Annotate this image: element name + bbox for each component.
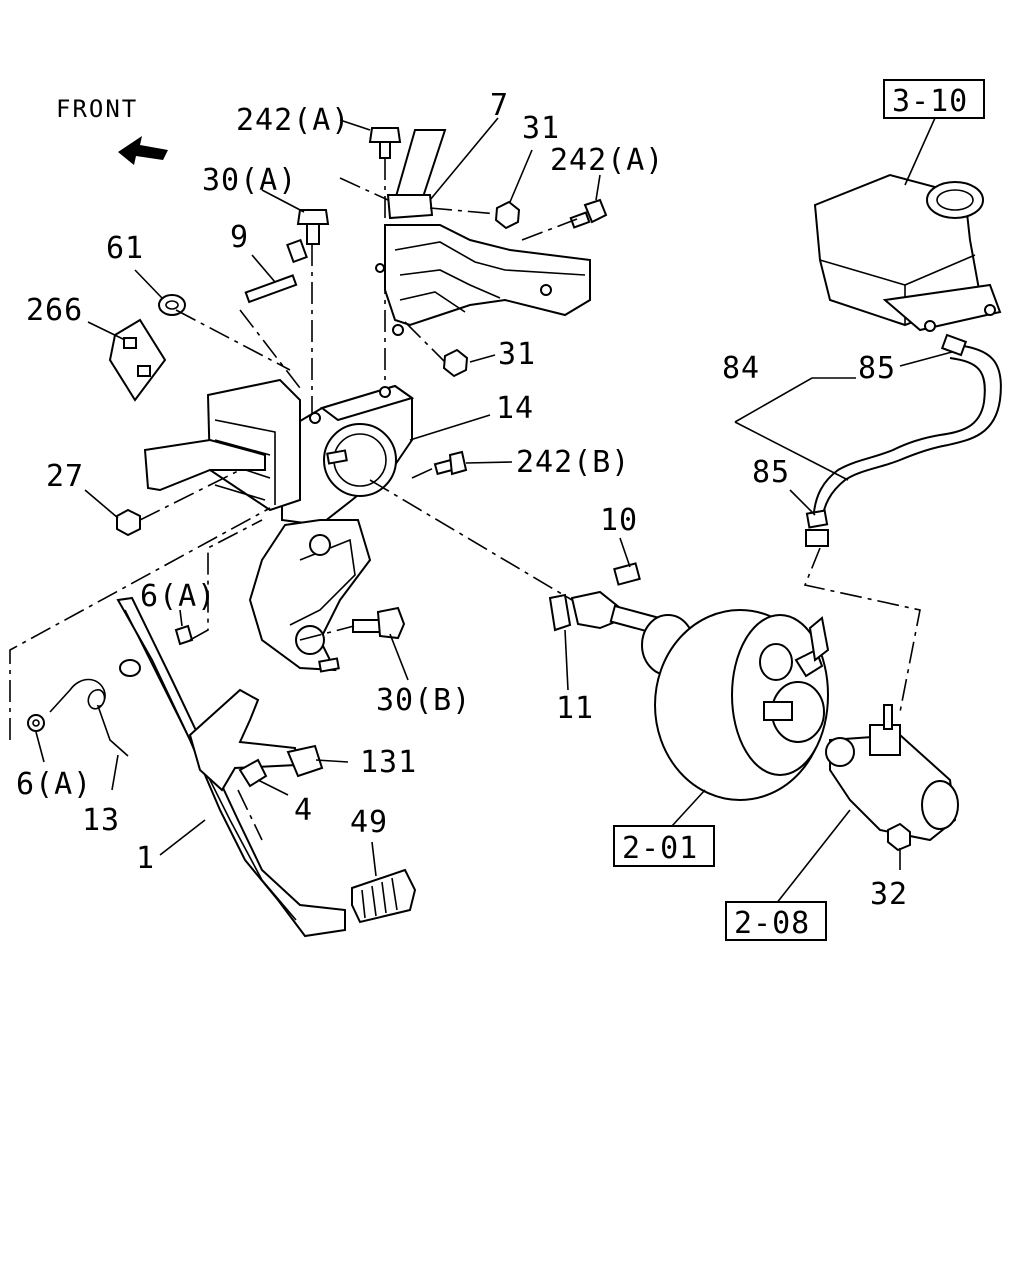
nut-27 [116,508,141,537]
label-10: 10 [600,503,638,538]
hose-clamp-85-top [940,333,968,357]
label-242b: 242(B) [516,445,630,480]
label-14: 14 [496,391,534,426]
assembly-lines [9,158,921,841]
label-11: 11 [556,691,594,726]
pedal-pad-49 [351,868,417,924]
bolt-242b [433,450,468,476]
nut-32 [887,822,911,852]
pedal-bracket-part-14 [143,378,415,673]
nut-31-mid [442,348,469,378]
label-242a-right: 242(A) [550,143,664,178]
leader-lines [35,117,953,905]
label-30b: 30(B) [376,683,471,718]
clevis-clip-11 [548,593,572,632]
reference-label-2-01: 2-01 [622,831,698,866]
reference-box-2-01: 2-01 [613,825,715,867]
clip-131 [286,744,324,778]
reference-label-3-10: 3-10 [892,84,968,119]
brake-pedal-arm-1 [116,596,346,938]
hose-84 [813,344,1002,521]
label-85-mid: 85 [752,455,790,490]
label-31-top: 31 [522,111,560,146]
label-7: 7 [490,88,509,123]
reference-box-3-10: 3-10 [883,79,985,119]
bushing-6a-left [27,714,45,732]
part-labels: 242(A) 7 31 242(A) 30(A) 9 61 266 31 14 … [16,88,908,912]
reference-box-2-08: 2-08 [725,901,827,941]
master-cylinder [825,704,959,842]
pin-9 [244,238,308,304]
reference-label-2-08: 2-08 [734,906,810,941]
label-4: 4 [294,793,313,828]
label-6a-left: 6(A) [16,767,92,802]
clip-4 [238,758,268,788]
clip-266 [108,318,167,402]
label-27: 27 [46,459,84,494]
bolt-30a [296,209,330,245]
label-13: 13 [82,803,120,838]
label-30a: 30(A) [202,163,297,198]
hose-clamp-85-mid [805,509,829,547]
reservoir-tank [813,173,1002,332]
label-85-top: 85 [858,351,896,386]
bolt-30b [352,606,406,640]
label-61: 61 [106,231,144,266]
label-242a-top: 242(A) [236,103,350,138]
label-266: 266 [26,293,83,328]
upper-support-bracket [375,129,591,336]
label-6a-top: 6(A) [140,579,216,614]
bolt-6a-top [174,624,194,646]
front-label: FRONT [56,95,138,123]
bolt-242a-top [368,127,402,159]
label-131: 131 [360,745,417,780]
bolt-242a-right [569,198,608,229]
label-31-mid: 31 [498,337,536,372]
bushing-61 [158,294,186,316]
label-84: 84 [722,351,760,386]
label-32: 32 [870,877,908,912]
nut-31-top [494,200,521,230]
label-1: 1 [136,841,155,876]
front-arrow-icon [118,136,168,165]
label-49: 49 [350,805,388,840]
return-spring-13 [49,678,129,757]
label-9: 9 [230,220,249,255]
brake-booster [609,604,830,801]
